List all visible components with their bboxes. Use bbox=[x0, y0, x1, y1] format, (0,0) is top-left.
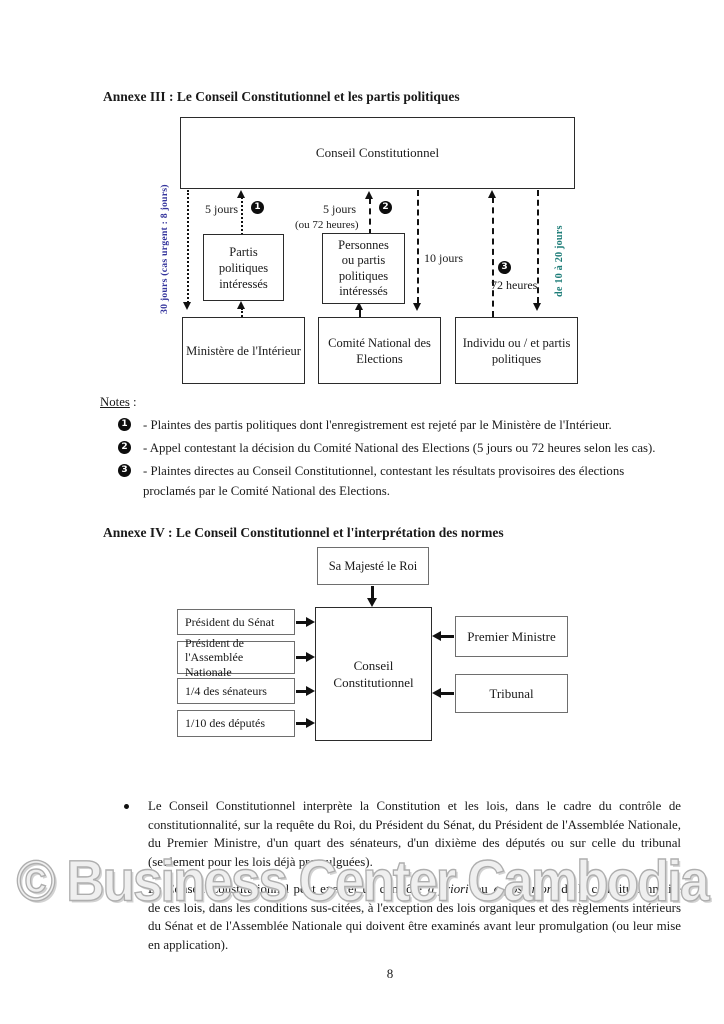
note-2-marker: 2 bbox=[118, 441, 131, 454]
arrowhead-down-individu bbox=[533, 303, 541, 311]
connector-10a20jours-line bbox=[537, 190, 539, 303]
note-item-1: 1 - Plaintes des partis politiques dont … bbox=[100, 415, 672, 435]
arrow-line-senat bbox=[296, 620, 307, 624]
note-item-2: 2 - Appel contestant la décision du Comi… bbox=[100, 438, 672, 458]
roi-box: Sa Majesté le Roi bbox=[317, 547, 429, 585]
arrowhead-down-comite bbox=[413, 303, 421, 311]
label-ou-72-heures: (ou 72 heures) bbox=[295, 219, 359, 231]
connector-72heures-line bbox=[492, 197, 494, 317]
note-3-marker: 3 bbox=[118, 464, 131, 477]
arrowhead-down-ministere bbox=[183, 302, 191, 310]
note-1-text: - Plaintes des partis politiques dont l'… bbox=[143, 418, 612, 432]
arrowhead-up-personnes bbox=[355, 302, 363, 310]
page-number: 8 bbox=[386, 966, 394, 981]
bullet-2-text-part3: de la constitutionnalité de ces lois, da… bbox=[148, 882, 681, 952]
arrow-line-assemblee bbox=[296, 656, 307, 659]
partis-politiques-box: Partis politiques intéressés bbox=[203, 234, 284, 301]
connector-30jours-line bbox=[187, 190, 189, 303]
arrowhead-down-center bbox=[367, 598, 377, 607]
arrowhead-assemblee bbox=[306, 652, 315, 662]
body-paragraphs: Le Conseil Constitutionnel interprète la… bbox=[121, 797, 681, 963]
note-item-3: 3 - Plaintes directes au Conseil Constit… bbox=[100, 461, 672, 501]
bullet-paragraph-1: Le Conseil Constitutionnel interprète la… bbox=[121, 797, 681, 871]
connector-comite-personnes-line bbox=[359, 309, 361, 317]
marker-1-badge: 1 bbox=[251, 201, 264, 214]
connector-roi-line bbox=[371, 586, 374, 599]
arrowhead-up-partis bbox=[237, 301, 245, 309]
notes-heading-label: Notes bbox=[100, 395, 130, 409]
president-assemblee-box: Président de l'Assemblée Nationale bbox=[177, 636, 295, 679]
premier-ministre-box: Premier Ministre bbox=[455, 616, 568, 657]
marker-2-badge: 2 bbox=[379, 201, 392, 214]
annexe3-title: Annexe III : Le Conseil Constitutionnel … bbox=[103, 89, 460, 104]
conseil-constitutionnel-center-box: Conseil Constitutionnel bbox=[315, 607, 432, 741]
label-72-heures: 72 heures bbox=[491, 278, 538, 292]
arrowhead-senat bbox=[306, 616, 315, 627]
bullet-dot-1 bbox=[124, 804, 129, 809]
arrow-line-deputes bbox=[296, 722, 307, 725]
dixieme-deputes-box: 1/10 des députés bbox=[177, 710, 295, 737]
note-3-text: - Plaintes directes au Conseil Constitut… bbox=[143, 464, 625, 498]
arrowhead-up-conseil-2 bbox=[365, 191, 373, 199]
notes-section: Notes : 1 - Plaintes des partis politiqu… bbox=[100, 392, 672, 501]
arrowhead-senateurs bbox=[306, 685, 315, 696]
arrowhead-premier-ministre bbox=[432, 631, 441, 641]
bullet-2-italic-a-posteriori: a posteriori bbox=[493, 882, 556, 896]
connector-10jours-line bbox=[417, 190, 419, 303]
label-30-jours-rotated: 30 jours (cas urgent : 8 jours) bbox=[159, 184, 170, 314]
connector-ministere-partis-line bbox=[241, 308, 243, 317]
bullet-1-text: Le Conseil Constitutionnel interprète la… bbox=[148, 799, 681, 869]
label-de-10-a-20-jours-rotated: de 10 à 20 jours bbox=[554, 225, 565, 297]
label-10-jours: 10 jours bbox=[424, 251, 463, 265]
arrowhead-tribunal bbox=[432, 688, 441, 698]
arrow-line-tribunal bbox=[441, 692, 454, 695]
label-5-jours-2: 5 jours bbox=[323, 202, 356, 216]
quart-senateurs-box: 1/4 des sénateurs bbox=[177, 678, 295, 704]
arrow-line-senateurs bbox=[296, 689, 307, 693]
connector-5jours72h-line bbox=[369, 198, 371, 235]
annexe4-title: Annexe IV : Le Conseil Constitutionnel e… bbox=[103, 525, 504, 540]
bullet-dot-2 bbox=[124, 887, 129, 892]
arrowhead-deputes bbox=[306, 718, 315, 728]
individu-partis-box: Individu ou / et partis politiques bbox=[455, 317, 578, 384]
label-5-jours-1: 5 jours bbox=[205, 202, 238, 216]
president-senat-box: Président du Sénat bbox=[177, 609, 295, 635]
personnes-partis-box: Personnes ou partis politiques intéressé… bbox=[322, 233, 405, 304]
bullet-2-italic-a-priori: a priori bbox=[427, 882, 469, 896]
ministere-interieur-box: Ministère de l'Intérieur bbox=[182, 317, 305, 384]
notes-heading: Notes : bbox=[100, 392, 672, 412]
bullet-paragraph-2: Le Conseil Constitutionnel peut exercer … bbox=[121, 880, 681, 954]
note-1-marker: 1 bbox=[118, 418, 131, 431]
arrowhead-up-conseil-1 bbox=[237, 190, 245, 198]
bullet-2-text-part1: Le Conseil Constitutionnel peut exercer … bbox=[148, 882, 422, 896]
diagram-annexe4: Sa Majesté le Roi Conseil Constitutionne… bbox=[0, 540, 724, 760]
notes-heading-colon: : bbox=[129, 395, 137, 409]
marker-3-badge: 3 bbox=[498, 261, 511, 274]
comite-national-elections-box: Comité National des Elections bbox=[318, 317, 441, 384]
arrow-line-premier-ministre bbox=[441, 635, 454, 638]
arrowhead-up-conseil-3 bbox=[488, 190, 496, 198]
note-2-text: - Appel contestant la décision du Comité… bbox=[143, 441, 656, 455]
connector-5jours-line bbox=[241, 197, 243, 235]
tribunal-box: Tribunal bbox=[455, 674, 568, 713]
diagram-annexe3: Conseil Constitutionnel 5 jours 1 5 jour… bbox=[0, 0, 724, 390]
bullet-2-text-part2: ou bbox=[474, 882, 488, 896]
conseil-constitutionnel-box: Conseil Constitutionnel bbox=[180, 117, 575, 189]
